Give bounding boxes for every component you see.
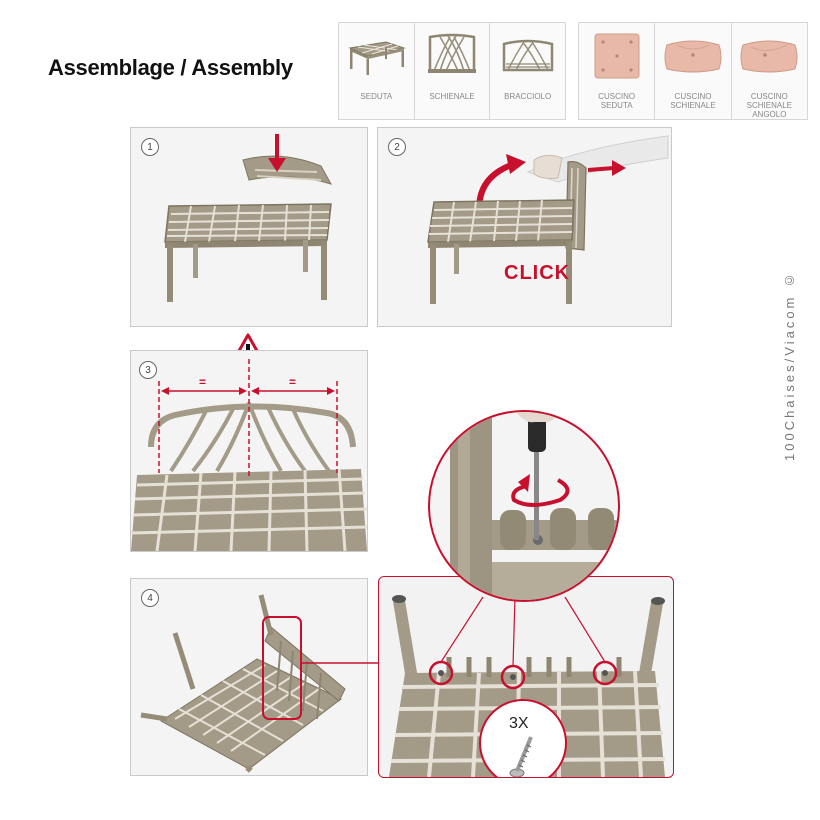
- part-seduta: SEDUTA: [339, 23, 415, 119]
- backrest-piece: [242, 155, 333, 185]
- seat-cushion-icon: [579, 23, 654, 89]
- step-3-number: 3: [139, 361, 157, 379]
- screw-count: 3X: [509, 715, 529, 732]
- part-cuscino-schienale: CUSCINO SCHIENALE: [655, 23, 732, 119]
- part-label: SEDUTA: [360, 92, 393, 101]
- part-label: CUSCINO SCHIENALE ANGOLO: [746, 92, 792, 119]
- parts-frame-group: SEDUTA SCHIENALE: [338, 22, 566, 120]
- part-bracciolo: BRACCIOLO: [490, 23, 565, 119]
- part-cuscino-angolo: CUSCINO SCHIENALE ANGOLO: [732, 23, 807, 119]
- copyright-label: 100Chaises/Viacom ©: [782, 270, 797, 461]
- part-cuscino-seduta: CUSCINO SEDUTA: [579, 23, 656, 119]
- seat-frame-icon: [339, 23, 414, 89]
- screwdriver-illustration: [450, 412, 618, 600]
- step-4-panel: 4: [130, 578, 368, 776]
- step-1-number: 1: [141, 138, 159, 156]
- step-3-panel: 3 = =: [130, 350, 368, 552]
- part-label: SCHIENALE: [429, 92, 475, 101]
- step-2-panel: 2 CLICK: [377, 127, 672, 327]
- step-2-number: 2: [388, 138, 406, 156]
- step-3-illustration: [131, 359, 367, 551]
- step-4-illustration: [140, 594, 346, 773]
- part-label: BRACCIOLO: [504, 92, 552, 101]
- part-label: CUSCINO SEDUTA: [598, 92, 636, 110]
- step-1-illustration: [164, 134, 333, 302]
- backrest-icon: [415, 23, 490, 89]
- screw-icon: [509, 736, 533, 777]
- part-schienale: SCHIENALE: [415, 23, 491, 119]
- equal-mark-left: =: [199, 375, 207, 389]
- step-2-illustration: [427, 135, 669, 304]
- detail-connector-line: [300, 662, 380, 664]
- part-label: CUSCINO SCHIENALE: [670, 92, 716, 110]
- copyright-text: 100Chaises/Viacom ©: [782, 270, 812, 550]
- page-title: Assemblage / Assembly: [48, 55, 293, 80]
- back-cushion-icon: [655, 23, 730, 89]
- screwdriver-zoom-circle: [428, 410, 620, 602]
- corner-cushion-icon: [732, 23, 807, 89]
- screw-zoom-circle: [479, 699, 567, 777]
- armrest-icon: [490, 23, 565, 89]
- step-4-number: 4: [141, 589, 159, 607]
- click-callout: CLICK: [504, 262, 571, 284]
- step-1-panel: 1: [130, 127, 368, 327]
- equal-mark-right: =: [289, 375, 297, 389]
- parts-cushion-group: CUSCINO SEDUTA CUSCINO SCHIENALE CUSCINO…: [578, 22, 808, 120]
- detail-panel: 3X: [378, 576, 674, 778]
